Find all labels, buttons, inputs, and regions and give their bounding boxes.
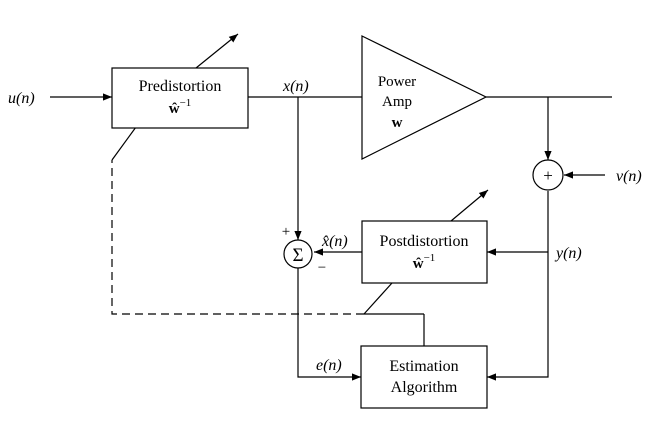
signal-wires <box>50 93 612 381</box>
predistortion-param: ŵ−1 <box>169 97 192 117</box>
estimation-line1: Estimation <box>389 358 458 375</box>
signal-label-e: e(n) <box>316 357 342 374</box>
summing-junction-circle <box>283 239 313 269</box>
summing-junction-symbol: Σ <box>292 245 303 266</box>
noise-adder-symbol: + <box>543 166 553 185</box>
signal-label-xhat: x̂(n) <box>321 233 348 250</box>
estimation-line2: Algorithm <box>391 379 458 396</box>
estimation-box <box>360 345 488 409</box>
predistortion-block: Predistortion ŵ−1 <box>111 67 249 129</box>
signal-label-v: v(n) <box>616 168 642 185</box>
summing-plus-sign: + <box>282 224 290 240</box>
signal-label-x: x(n) <box>282 78 309 95</box>
postdistortion-block: Postdistortion ŵ−1 <box>361 220 488 284</box>
power-amp-block: Power Amp w <box>361 35 488 160</box>
power-amp-line2: Amp <box>382 94 412 110</box>
postdistortion-adaptation-tail <box>363 282 393 315</box>
power-amp-line1: Power <box>378 74 416 90</box>
predistortion-title: Predistortion <box>139 78 222 95</box>
adaptation-arrows <box>111 33 489 315</box>
predistortion-box <box>111 67 249 129</box>
signal-label-u: u(n) <box>8 90 35 107</box>
summing-minus-sign: − <box>318 260 326 276</box>
noise-adder: + <box>532 159 564 191</box>
power-amp-param: w <box>392 115 403 131</box>
signal-labels: u(n) x(n) x̂(n) v(n) y(n) e(n) <box>8 78 642 374</box>
postdistortion-title: Postdistortion <box>380 233 469 250</box>
noise-adder-circle <box>532 159 564 191</box>
wire-dashed-copy-predistortion <box>111 160 364 315</box>
power-amp-triangle <box>361 35 488 160</box>
wire-error-to-estimation <box>297 268 361 381</box>
wire-y-trunk <box>487 191 549 381</box>
predistortion-adaptation-arrow <box>195 33 239 69</box>
estimation-block: Estimation Algorithm <box>360 345 488 409</box>
predistortion-adaptation-tail <box>111 126 137 161</box>
postdistortion-box <box>361 220 488 284</box>
signal-label-y: y(n) <box>554 245 582 262</box>
postdistortion-param: ŵ−1 <box>413 252 436 272</box>
summing-junction: Σ + − <box>282 224 326 276</box>
postdistortion-adaptation-arrow <box>450 189 489 222</box>
